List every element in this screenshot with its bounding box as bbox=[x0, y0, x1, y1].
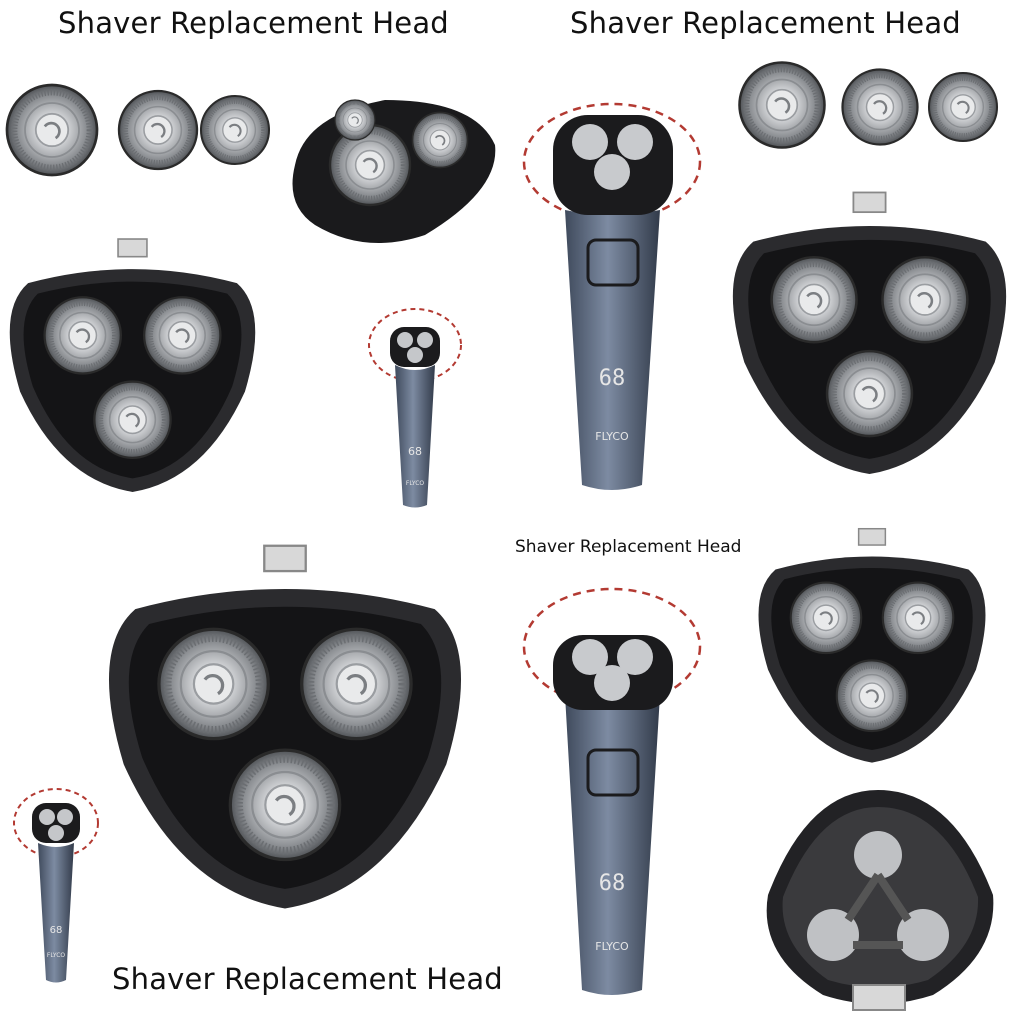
shaver-large-bottom: 68 FLYCO bbox=[522, 587, 702, 995]
head-angled bbox=[292, 98, 496, 243]
caption-top-left: Shaver Replacement Head bbox=[58, 6, 449, 40]
shaver-large-top: 68 FLYCO bbox=[522, 102, 702, 490]
svg-text:68: 68 bbox=[599, 366, 626, 391]
shaver-small-bottom-left: 68 FLYCO bbox=[13, 788, 99, 983]
svg-text:68: 68 bbox=[408, 445, 422, 458]
head-front-right bbox=[722, 188, 1017, 483]
svg-text:68: 68 bbox=[50, 925, 63, 936]
head-front-right-small bbox=[752, 525, 992, 770]
svg-text:FLYCO: FLYCO bbox=[47, 952, 66, 959]
svg-text:FLYCO: FLYCO bbox=[595, 430, 629, 443]
loose-blades-top-left bbox=[5, 85, 270, 175]
svg-text:FLYCO: FLYCO bbox=[406, 480, 425, 487]
caption-bottom-left: Shaver Replacement Head bbox=[112, 962, 503, 996]
caption-center: Shaver Replacement Head bbox=[515, 537, 742, 557]
loose-blades-top-right bbox=[735, 65, 1005, 150]
head-front-large bbox=[100, 540, 470, 920]
svg-text:68: 68 bbox=[599, 871, 626, 896]
head-front-left bbox=[0, 235, 265, 500]
svg-text:FLYCO: FLYCO bbox=[595, 940, 629, 953]
caption-top-right: Shaver Replacement Head bbox=[570, 6, 961, 40]
shaver-small-center: 68 FLYCO bbox=[368, 308, 462, 508]
head-back-view bbox=[766, 790, 994, 1011]
